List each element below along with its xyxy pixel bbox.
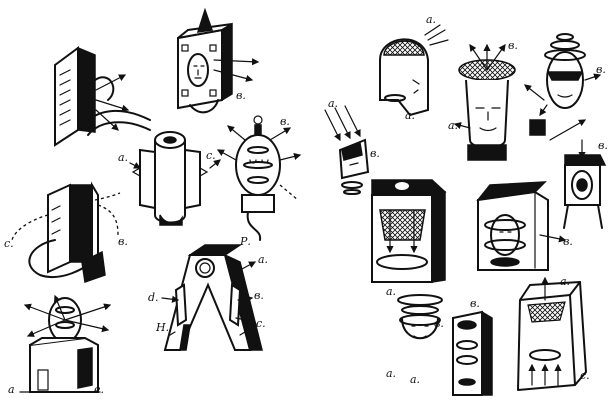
label-r9-a: а.	[410, 373, 421, 386]
label-fig4-b: в.	[280, 115, 290, 128]
figure-head-building	[19, 294, 112, 393]
figure-cube-face	[177, 7, 260, 114]
figure-grid-hat-head	[453, 43, 516, 161]
label-r5-b: в.	[370, 147, 380, 160]
label-r8-b: в.	[563, 235, 573, 248]
label-r9-b: в.	[470, 297, 480, 310]
figure-slab-tower	[54, 46, 151, 147]
figure-grid-cap-head	[379, 24, 449, 117]
figure-glass-box-head	[476, 181, 567, 271]
label-r5-a: а.	[328, 97, 339, 110]
label-r12-a: а.	[386, 367, 397, 380]
label-fig7-b: в.	[254, 289, 264, 302]
figure-dark-box	[371, 179, 447, 283]
label-r11-a: а.	[386, 285, 397, 298]
figure-tall-dark-box	[452, 310, 493, 396]
label-fig7-c: с.	[256, 317, 266, 330]
figure-arch-tower	[161, 244, 263, 351]
label-r1-a: а.	[426, 13, 437, 26]
label-r4-b: в.	[596, 63, 606, 76]
figure-ring-head-bottom	[397, 294, 443, 340]
label-r12-c: с.	[580, 369, 590, 382]
figure-egg-head	[216, 115, 302, 241]
label-fig5-b: в.	[118, 235, 128, 248]
figure-table-frame	[563, 139, 607, 229]
label-fig7-d: d.	[148, 291, 159, 304]
figure-arrow-sprays	[524, 84, 587, 141]
label-r10-a: а.	[560, 275, 571, 288]
label-r6-b: в.	[598, 139, 608, 152]
figure-wire-frame-box	[517, 276, 587, 391]
label-fig5-c: с.	[4, 237, 14, 250]
label-fig2-b: в.	[236, 89, 246, 102]
figure-open-book	[11, 181, 121, 284]
label-fig6-a: а	[8, 383, 15, 396]
label-fig3-c: с.	[206, 149, 216, 162]
label-r11-b: в.	[434, 317, 444, 330]
label-fig3-a: а.	[118, 151, 129, 164]
label-r2-b: в.	[508, 39, 518, 52]
figure-ringed-head	[529, 33, 602, 136]
figure-cylinders	[129, 131, 221, 226]
label-r7-a: а.	[405, 109, 416, 122]
label-fig6-e: е.	[94, 383, 105, 396]
label-fig7-h: Н.	[156, 321, 170, 334]
label-fig7-p: Р.	[240, 235, 251, 248]
figure-rays-head	[324, 105, 370, 195]
label-fig7-a: а.	[258, 253, 269, 266]
label-r3-a: а.	[448, 119, 459, 132]
